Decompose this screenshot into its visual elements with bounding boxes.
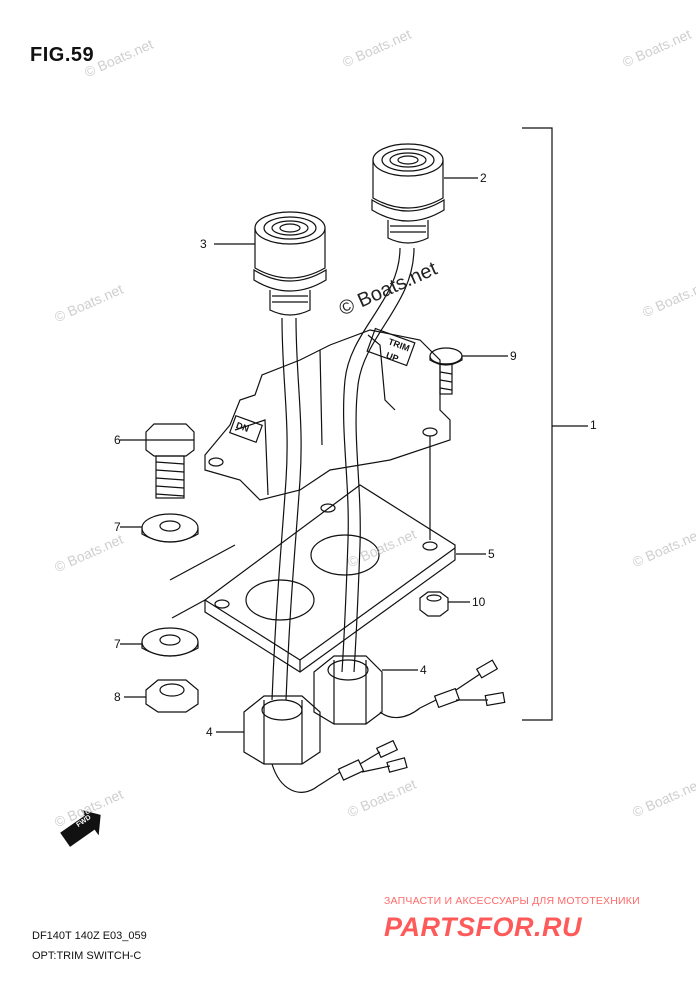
shop-logo: PARTSFOR.RU: [384, 912, 583, 942]
figure-model-line: DF140T 140Z E03_059: [32, 930, 147, 942]
callout-7-upper: 7: [114, 520, 121, 534]
callout-8: 8: [114, 690, 121, 704]
figure-title: FIG.59: [30, 44, 95, 66]
switch-wires: [271, 247, 415, 701]
mounting-plate: [169, 484, 486, 673]
callout-4-left: 4: [206, 725, 213, 739]
connector-leads: [271, 659, 506, 793]
callout-2: 2: [480, 171, 487, 185]
callout-5: 5: [488, 547, 495, 561]
figure-caption: OPT:TRIM SWITCH-C: [32, 950, 142, 962]
washer-7-lower: [120, 627, 199, 657]
washer-7-upper: [120, 513, 199, 543]
switch-housing: [204, 327, 451, 540]
group-bracket-1: [522, 127, 588, 721]
callout-3: 3: [200, 237, 207, 251]
shop-tagline: ЗАПЧАСТИ И АКСЕССУАРЫ ДЛЯ МОТОТЕХНИКИ: [384, 895, 640, 907]
callout-6: 6: [114, 433, 121, 447]
screw-9: [429, 347, 508, 395]
callout-7-lower: 7: [114, 637, 121, 651]
fwd-arrow-icon: [60, 809, 101, 847]
bolt-6: [120, 423, 195, 499]
trim-switch-dn: [214, 211, 327, 316]
trim-switch-up: [371, 143, 478, 244]
panel-nut-4-left: [216, 695, 321, 765]
nut-10: [419, 591, 470, 617]
nut-8: [124, 679, 199, 713]
callout-4-right: 4: [420, 663, 427, 677]
callout-9: 9: [510, 349, 517, 363]
callout-1: 1: [590, 418, 597, 432]
callout-10: 10: [472, 595, 486, 609]
panel-nut-4-right: [313, 655, 418, 725]
